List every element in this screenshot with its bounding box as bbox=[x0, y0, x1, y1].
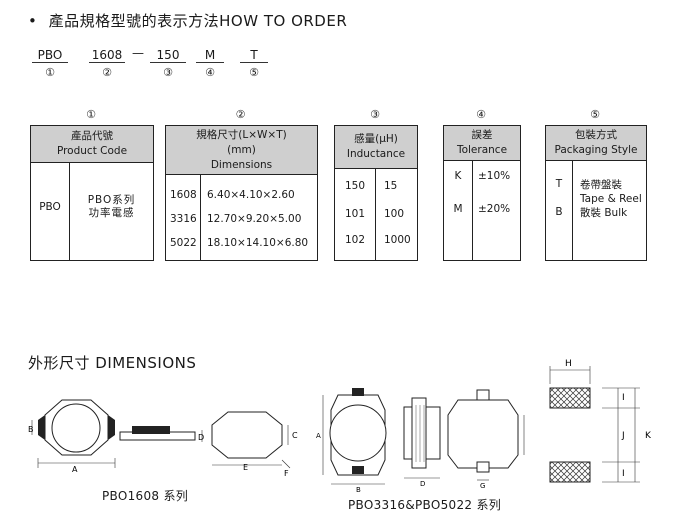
pbo1608-side-view bbox=[119, 426, 203, 442]
table5-value-line2: Tape & Reel bbox=[580, 193, 642, 205]
table5-number: ⑤ bbox=[590, 108, 600, 121]
code-part-3: 150 bbox=[150, 48, 186, 63]
table2-head-cn: 規格尺寸(L×W×T) bbox=[196, 128, 287, 141]
label-g: G bbox=[480, 482, 485, 490]
table2-divider bbox=[200, 175, 201, 260]
label-h: H bbox=[565, 359, 572, 369]
pbo3316-bottom-view bbox=[447, 389, 525, 481]
label-i-top: I bbox=[622, 393, 625, 403]
table4-number: ④ bbox=[476, 108, 486, 121]
table2-head-en: Dimensions bbox=[210, 158, 273, 171]
label-c: C bbox=[292, 431, 298, 440]
table4-row2-value: ±20% bbox=[478, 203, 511, 215]
code-part-2: 1608 bbox=[89, 48, 125, 63]
table4-header: 誤差 Tolerance bbox=[444, 126, 520, 161]
table3-row3-value: 1000 bbox=[384, 234, 411, 246]
caption-pbo3316: PBO3316&PBO5022 系列 bbox=[348, 498, 502, 512]
pbo3316-front-view bbox=[322, 388, 387, 485]
caption-pbo1608: PBO1608 系列 bbox=[102, 489, 189, 503]
table2-row2-value: 12.70×9.20×5.00 bbox=[207, 213, 302, 225]
table-dimensions: 規格尺寸(L×W×T) (mm) Dimensions 1608 6.40×4.… bbox=[165, 125, 318, 261]
label-k: K bbox=[645, 431, 652, 441]
table1-desc-line1: PBO系列 bbox=[87, 194, 136, 206]
table-packaging: 包裝方式 Packaging Style T B 卷帶盤裝 Tape & Ree… bbox=[545, 125, 647, 261]
dimensions-title: 外形尺寸 DIMENSIONS bbox=[28, 354, 197, 372]
table5-head-cn: 包裝方式 bbox=[575, 129, 617, 141]
table1-desc-line2: 功率電感 bbox=[88, 207, 135, 219]
table5-value-line3: 散裝 Bulk bbox=[580, 207, 628, 219]
table2-number: ② bbox=[235, 108, 246, 121]
label-b: B bbox=[28, 425, 34, 434]
code-part-4: M bbox=[196, 48, 224, 63]
table4-row1-code: K bbox=[454, 170, 462, 182]
table2-row2-code: 3316 bbox=[170, 213, 197, 225]
table1-header: 產品代號 Product Code bbox=[31, 126, 153, 163]
code-dash: — bbox=[132, 46, 144, 60]
table1-code: PBO bbox=[39, 201, 61, 213]
table4-divider bbox=[472, 161, 473, 260]
table3-row3-code: 102 bbox=[344, 234, 366, 246]
label-i-bottom: I bbox=[622, 469, 625, 479]
title-bullet: • bbox=[28, 12, 38, 30]
table4-row2-code: M bbox=[453, 203, 463, 215]
table5-divider bbox=[572, 161, 573, 260]
pbo1608-bottom-view bbox=[211, 411, 291, 469]
label-d: D bbox=[198, 433, 204, 442]
table2-row1-value: 6.40×4.10×2.60 bbox=[207, 189, 295, 201]
label-a2: A bbox=[316, 432, 321, 440]
table3-header: 感量(μH) Inductance bbox=[335, 126, 417, 169]
table-inductance: 感量(μH) Inductance 150 15 101 100 102 100… bbox=[334, 125, 418, 261]
pbo1608-top-view bbox=[31, 399, 116, 468]
table4-head-en: Tolerance bbox=[456, 144, 508, 156]
table5-head-en: Packaging Style bbox=[554, 144, 638, 156]
table1-head-en: Product Code bbox=[56, 145, 128, 157]
code-number-5: ⑤ bbox=[249, 66, 259, 79]
table3-divider bbox=[375, 169, 376, 260]
table2-head-unit: (mm) bbox=[227, 143, 256, 156]
table3-number: ③ bbox=[370, 108, 380, 121]
label-d2: D bbox=[420, 480, 425, 488]
label-e: E bbox=[243, 463, 248, 472]
code-number-3: ③ bbox=[163, 66, 173, 79]
table5-code-t: T bbox=[555, 178, 563, 190]
code-part-1: PBO bbox=[32, 48, 68, 63]
pbo3316-side-view bbox=[403, 397, 441, 479]
table1-number: ① bbox=[86, 108, 96, 121]
land-pattern bbox=[549, 366, 640, 483]
table2-row3-value: 18.10×14.10×6.80 bbox=[207, 237, 309, 249]
label-b2: B bbox=[356, 486, 361, 494]
table2-row1-code: 1608 bbox=[170, 189, 197, 201]
table3-row2-value: 100 bbox=[384, 208, 405, 220]
dimension-drawings: B A D C E F A B D G H I J I K bbox=[28, 359, 652, 494]
table-product-code: 產品代號 Product Code PBO PBO系列 功率電感 bbox=[30, 125, 154, 261]
table5-code-b: B bbox=[555, 206, 563, 218]
table2-header: 規格尺寸(L×W×T) (mm) Dimensions bbox=[166, 126, 317, 175]
title-text: 產品規格型號的表示方法HOW TO ORDER bbox=[48, 12, 348, 30]
table4-row1-value: ±10% bbox=[478, 170, 511, 182]
table3-head-en: Inductance bbox=[346, 148, 406, 160]
table3-row2-code: 101 bbox=[344, 208, 366, 220]
table3-head-cn: 感量(μH) bbox=[354, 133, 398, 145]
table-tolerance: 誤差 Tolerance K ±10% M ±20% bbox=[443, 125, 521, 261]
table1-divider bbox=[69, 163, 70, 260]
code-part-5: T bbox=[240, 48, 268, 63]
label-f: F bbox=[284, 469, 289, 478]
table1-desc: PBO系列 功率電感 bbox=[70, 194, 153, 220]
table5-value: 卷帶盤裝 Tape & Reel 散裝 Bulk bbox=[580, 178, 642, 220]
table5-header: 包裝方式 Packaging Style bbox=[546, 126, 646, 161]
table3-row1-code: 150 bbox=[344, 180, 366, 192]
code-number-4: ④ bbox=[205, 66, 215, 79]
page-title: • 產品規格型號的表示方法HOW TO ORDER bbox=[28, 10, 347, 31]
table1-head-cn: 產品代號 bbox=[71, 130, 113, 142]
table4-head-cn: 誤差 bbox=[471, 129, 493, 141]
label-a: A bbox=[72, 465, 78, 474]
label-j: J bbox=[621, 431, 625, 441]
table3-row1-value: 15 bbox=[384, 180, 398, 192]
code-number-1: ① bbox=[45, 66, 55, 79]
code-number-2: ② bbox=[102, 66, 112, 79]
table5-value-line1: 卷帶盤裝 bbox=[580, 179, 622, 191]
table2-row3-code: 5022 bbox=[170, 237, 197, 249]
